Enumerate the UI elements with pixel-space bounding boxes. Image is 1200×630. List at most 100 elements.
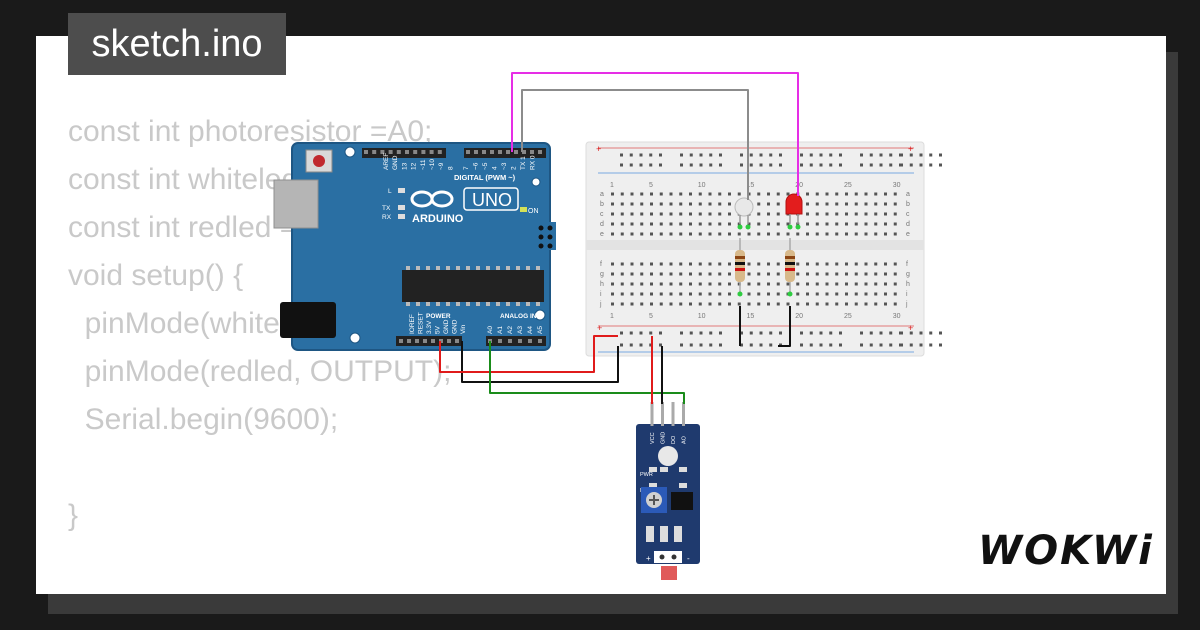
header-pin [530, 150, 534, 154]
header-pin [380, 150, 385, 154]
ldr-icon [661, 566, 677, 580]
header-pin [364, 150, 368, 154]
wire-green-a0 [489, 341, 685, 404]
header-pin [490, 150, 494, 154]
digital-pin-label: ~10 [429, 159, 436, 170]
breadboard-row-letter: h [600, 281, 604, 288]
sensor-hole [658, 446, 678, 466]
power-jack [280, 302, 336, 338]
breadboard-row-letter: a [600, 191, 604, 198]
header-pin [522, 150, 526, 154]
uno-badge [463, 187, 519, 211]
sensor-pin-label: DO [671, 435, 677, 444]
breadboard-column-number: 5 [649, 313, 653, 320]
sensor-pin [650, 402, 654, 426]
header-pin [413, 150, 418, 154]
analog-pin-label: A0 [487, 326, 494, 334]
breadboard-row-letter: c [600, 211, 604, 218]
breadboard-row-letter: f [600, 261, 602, 268]
icsp-header [536, 222, 556, 250]
breadboard-row-letter: c [906, 211, 910, 218]
header-pin [415, 339, 419, 343]
breadboard-column-number: 10 [698, 313, 706, 320]
header-pin [447, 339, 451, 343]
rx-led-label: RX [382, 214, 392, 221]
code-line: pinMode(redled, OUTPUT); [68, 355, 452, 388]
file-tab-title[interactable]: sketch.ino [68, 13, 286, 75]
arduino-logo-icon [410, 190, 454, 208]
breadboard-row-letter: i [600, 291, 602, 298]
header-pin [518, 339, 522, 343]
header-pin [372, 150, 377, 154]
breadboard-column-number: 15 [747, 182, 755, 189]
breadboard-column-number: 20 [795, 313, 803, 320]
header-pin [407, 339, 411, 343]
digital-pin-label: 4 [492, 166, 499, 170]
power-header-label: POWER [426, 313, 451, 320]
header-pin [388, 150, 393, 154]
header-pin [528, 339, 532, 343]
digital-header-label: DIGITAL (PWM ~) [454, 173, 516, 182]
digital-pin-label: ~5 [482, 162, 489, 170]
red-led[interactable] [785, 193, 803, 224]
arduino-brand-label: ARDUINO [412, 213, 464, 225]
breadboard-row-letter: e [600, 231, 604, 238]
power-pin-label: GND [452, 319, 459, 334]
breadboard-row-letter: j [599, 301, 602, 308]
header-pin [405, 150, 409, 154]
breadboard-row-letter: b [600, 201, 604, 208]
analog-pin-label: A2 [507, 326, 514, 334]
sensor-minus-label: - [687, 554, 690, 563]
power-pin-label: RESET [418, 312, 425, 334]
breadboard-row-letter: a [906, 191, 910, 198]
on-led-label: ON [528, 208, 539, 215]
usb-port [273, 179, 319, 229]
tx-led [398, 205, 405, 210]
power-pin-label: Vin [460, 324, 467, 334]
power-pin-label: IOREF [409, 314, 416, 334]
header-pin [474, 150, 478, 154]
connection-dots [737, 224, 801, 297]
breadboard-row-letter: d [600, 221, 604, 228]
digital-pin-label: 13 [401, 162, 408, 170]
digital-pin-label: ~3 [501, 162, 508, 170]
breadboard-column-number: 5 [649, 182, 653, 189]
analog-pin-label: A4 [527, 326, 534, 334]
digital-pin-label: AREF [383, 153, 390, 170]
breadboard-row-letter: i [906, 291, 908, 298]
sensor-pin [671, 402, 675, 426]
rail-plus-top-left: + [596, 144, 601, 154]
sensor-pwr-label: PWR [640, 472, 653, 478]
breadboard-row-letter: g [906, 271, 910, 278]
digital-header-left [362, 148, 446, 158]
breadboard-column-number: 1 [610, 182, 614, 189]
header-pin [514, 150, 518, 154]
digital-pin-label: ~11 [420, 159, 427, 170]
analog-header [486, 336, 546, 346]
digital-pin-label: 2 [511, 166, 518, 170]
code-editor: const int photoresistor =A0;const int wh… [68, 108, 478, 594]
analog-header-label: ANALOG IN [500, 313, 537, 320]
breadboard-column-number: 30 [893, 182, 901, 189]
wokwi-logo: WOKWi [978, 528, 1154, 574]
breadboard-column-number: 30 [893, 313, 901, 320]
sensor-pin-label: AO [682, 435, 688, 444]
header-pin [455, 339, 459, 343]
header-pin [538, 339, 542, 343]
power-pin-label: GND [443, 319, 450, 334]
resistor-red-led[interactable] [785, 238, 795, 292]
wire-red-5v [439, 335, 618, 373]
header-pin [423, 339, 427, 343]
header-pin [421, 150, 426, 154]
wire-magenta-pin3 [511, 72, 799, 196]
white-led[interactable] [734, 197, 754, 224]
header-pin [429, 150, 434, 154]
resistor-white-led[interactable] [735, 238, 745, 292]
code-line: void setup() { [68, 259, 244, 292]
code-line: } [68, 499, 79, 532]
header-pin [437, 150, 442, 154]
digital-pin-label: ~6 [473, 162, 480, 170]
